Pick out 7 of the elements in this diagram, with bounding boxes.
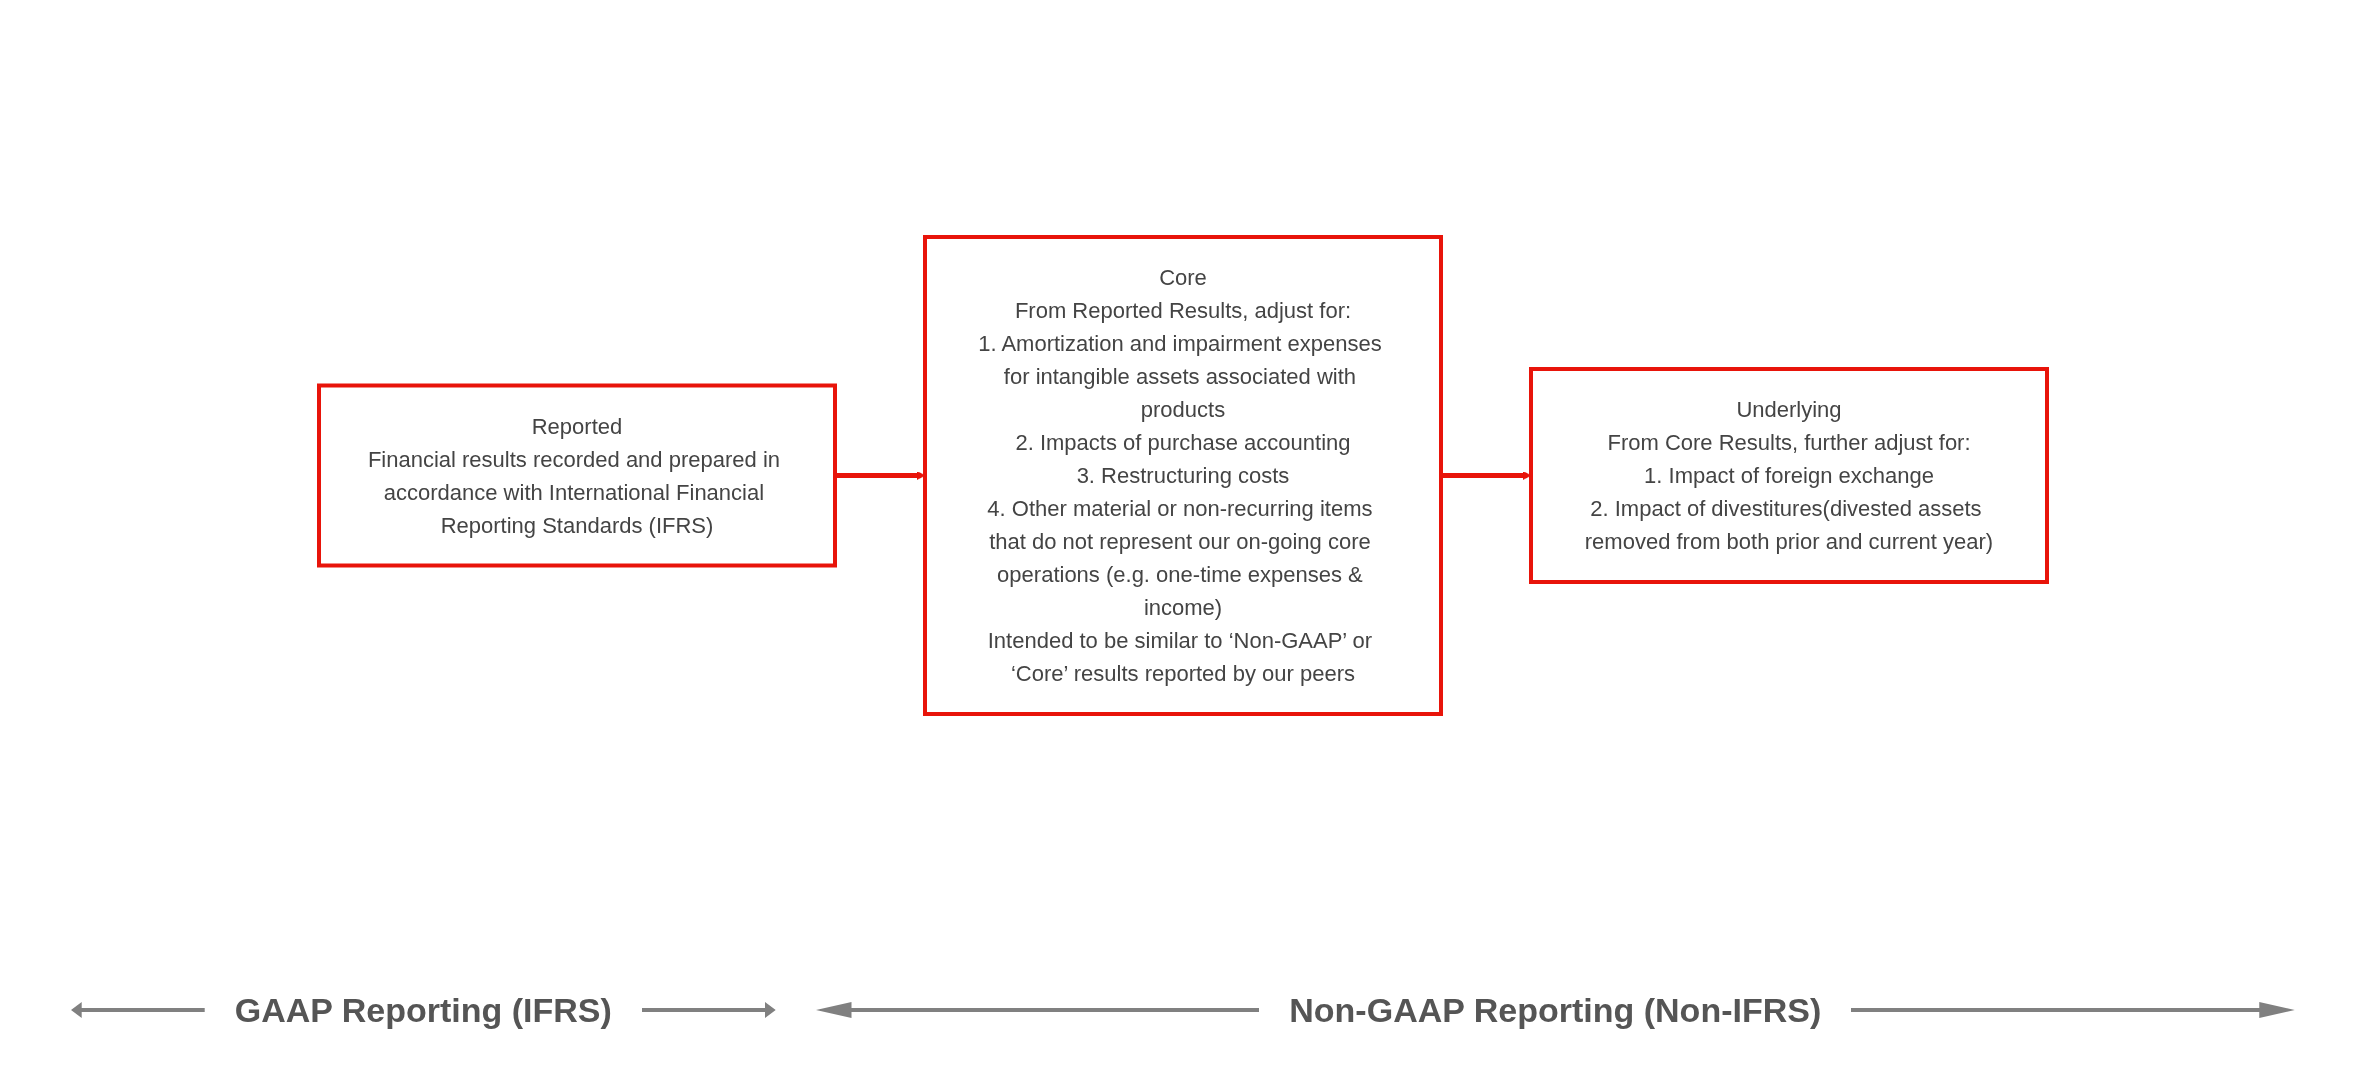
arrow — [835, 470, 926, 480]
span-label: GAAP Reporting (IFRS) — [234, 990, 612, 1030]
arrow — [1441, 470, 1532, 480]
node-box: Core From Reported Results, adjust for: 1. Amortization and impairment expenses for intangible assets associated with products 2. Impacts of purchase accounting 3. Restructuring costs 4. Other material or non-recurring items that do not represent our on-going core operations (e.g. one-time expenses & income) Intended to be similar to ‘Non-GAAP’ or ‘Core’ results reported by our peers — [923, 234, 1443, 716]
span-label: Non-GAAP Reporting (Non-IFRS) — [1289, 990, 1822, 1030]
node-box: Reported Financial results recorded and prepared in accordance with International Financial Reporting Standards (IFRS) — [317, 383, 837, 567]
node-box: Underlying From Core Results, further adjust for: 1. Impact of foreign exchange 2. Impact of divestitures(divested assets removed from both prior and current year) — [1529, 366, 2049, 584]
